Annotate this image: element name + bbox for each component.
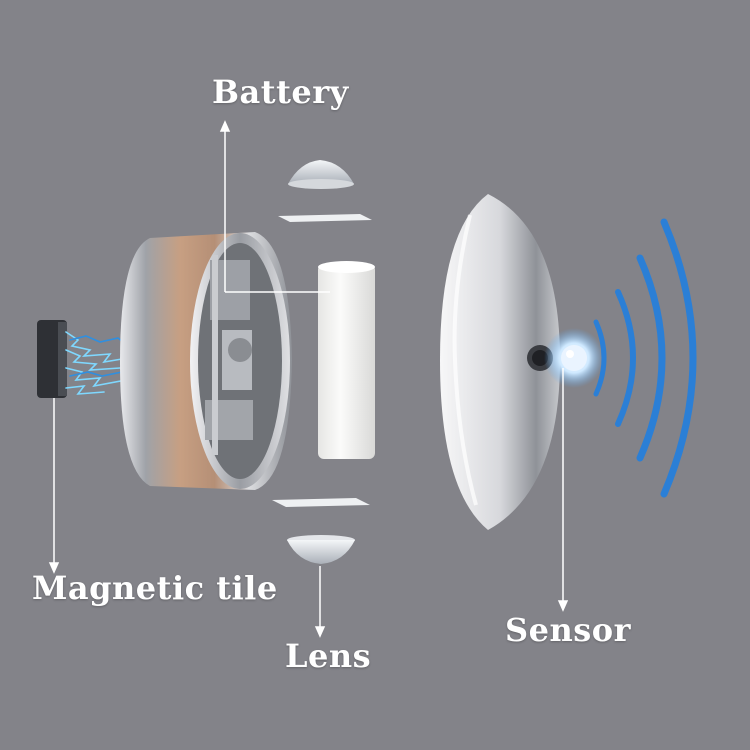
- label-lens: Lens: [285, 637, 372, 675]
- label-battery: Battery: [212, 73, 349, 111]
- electric-spark-icon: [65, 331, 129, 395]
- top-plate: [278, 214, 372, 222]
- sensor-icon: [544, 328, 604, 388]
- top-lens: [288, 160, 354, 189]
- housing-internals: [205, 255, 253, 455]
- leader-lines: [48, 120, 569, 638]
- dome-cover: [440, 194, 560, 530]
- signal-wave-icon: [593, 218, 697, 498]
- chrome-housing: [120, 232, 292, 490]
- bottom-plate: [272, 498, 370, 507]
- battery-cylinder: [318, 261, 375, 459]
- magnetic-tile-icon: [37, 320, 67, 398]
- label-magnetic-tile: Magnetic tile: [32, 569, 278, 607]
- label-sensor: Sensor: [505, 611, 631, 649]
- bottom-lens: [287, 535, 355, 564]
